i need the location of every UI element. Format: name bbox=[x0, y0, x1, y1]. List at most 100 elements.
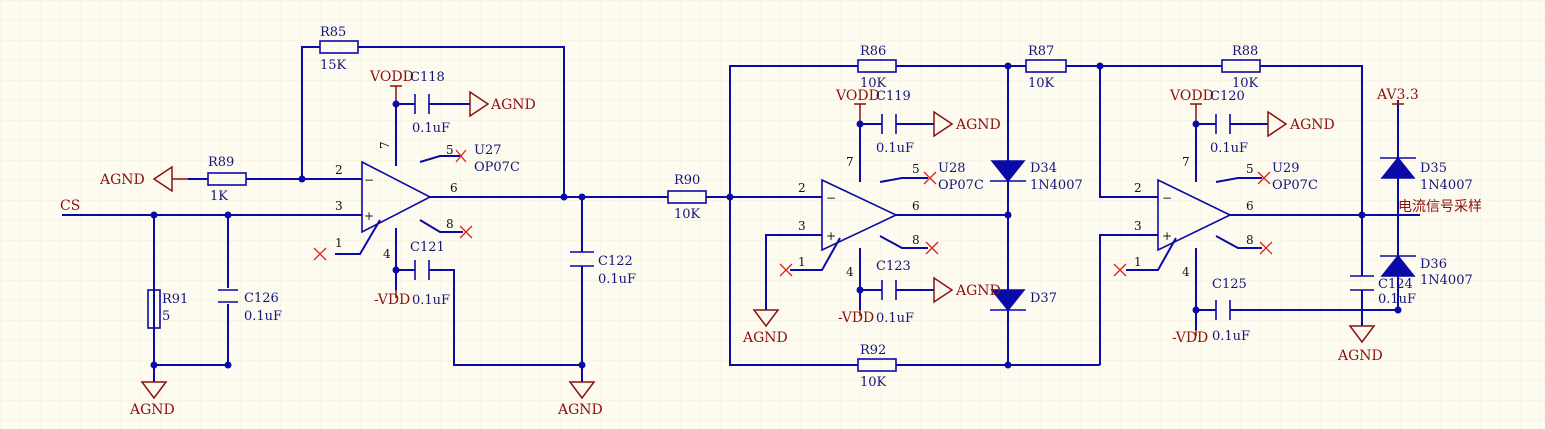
pin-number: 2 bbox=[1134, 181, 1142, 195]
net-label-cs: CS bbox=[60, 198, 80, 214]
diode-part: 1N4007 bbox=[1420, 178, 1473, 193]
wires bbox=[62, 46, 1420, 382]
junction-dot bbox=[856, 120, 864, 128]
resistor-ref: R85 bbox=[320, 25, 346, 40]
wire bbox=[729, 65, 858, 197]
agnd-label: AGND bbox=[99, 172, 145, 188]
pin-number: 1 bbox=[1134, 255, 1142, 269]
agnd-label: AGND bbox=[955, 117, 1001, 133]
diode-ref: D37 bbox=[1030, 291, 1057, 306]
capacitor-ref: C123 bbox=[876, 259, 911, 274]
resistor-value: 10K bbox=[860, 76, 887, 91]
opamp-ref: U28 bbox=[938, 161, 966, 176]
capacitor-c119 bbox=[881, 114, 897, 134]
diode-d36-symbol bbox=[1380, 254, 1416, 277]
capacitor-c121 bbox=[414, 260, 430, 280]
resistor-ref: R86 bbox=[860, 44, 886, 59]
av33-label: AV3.3 bbox=[1376, 87, 1419, 103]
vss-label: -VDD bbox=[374, 292, 410, 308]
diode-ref: D35 bbox=[1420, 161, 1447, 176]
agnd-ground bbox=[568, 381, 596, 400]
agnd-label: AGND bbox=[490, 97, 536, 113]
junction-dot bbox=[1004, 361, 1012, 369]
wire bbox=[765, 234, 822, 310]
resistor-r90-body bbox=[667, 190, 707, 204]
pin-number: 6 bbox=[450, 181, 458, 195]
agnd-ground bbox=[1348, 325, 1376, 344]
diode-part: 1N4007 bbox=[1030, 178, 1083, 193]
agnd-label: AGND bbox=[1337, 348, 1383, 364]
pin-number: 3 bbox=[335, 199, 343, 213]
pin-number: 8 bbox=[1246, 233, 1254, 247]
capacitor-ref: C118 bbox=[410, 70, 445, 85]
capacitor-c123 bbox=[881, 280, 897, 300]
wire bbox=[1099, 66, 1158, 198]
capacitor-c124 bbox=[1350, 275, 1374, 291]
pin-number: 4 bbox=[1182, 265, 1190, 279]
diode-ref: D34 bbox=[1030, 161, 1057, 176]
pin-number: 2 bbox=[798, 181, 806, 195]
capacitor-value: 0.1uF bbox=[876, 311, 914, 326]
agnd-ground bbox=[140, 381, 168, 400]
junction-dot bbox=[224, 211, 232, 219]
capacitor-ref: C119 bbox=[876, 89, 911, 104]
resistor-r88-body bbox=[1221, 59, 1261, 73]
no-connect-mark bbox=[925, 241, 939, 255]
opamp-u28-body bbox=[821, 178, 898, 252]
wire bbox=[419, 219, 463, 233]
no-connect-mark bbox=[779, 263, 793, 277]
capacitor-ref: C124 bbox=[1378, 277, 1413, 292]
capacitor-value: 0.1uF bbox=[1210, 141, 1248, 156]
wire bbox=[1215, 177, 1262, 183]
resistor-ref: R91 bbox=[162, 292, 188, 307]
no-connect-mark bbox=[1257, 171, 1271, 185]
vss-label: -VDD bbox=[838, 310, 874, 326]
wire bbox=[729, 197, 858, 366]
labels: CS AGND AGND AGND AGND AGND AGND AGND AG… bbox=[60, 25, 1482, 418]
capacitor-value: 0.1uF bbox=[1212, 329, 1250, 344]
wire bbox=[1260, 65, 1363, 215]
pin-number: 8 bbox=[446, 217, 454, 231]
opamp-u27-body bbox=[361, 160, 432, 234]
capacitor-ref: C120 bbox=[1210, 89, 1245, 104]
capacitor-ref: C125 bbox=[1212, 277, 1247, 292]
resistor-value: 10K bbox=[1028, 76, 1055, 91]
resistor-r87-body bbox=[1025, 59, 1067, 73]
opamp-ref: U29 bbox=[1272, 161, 1300, 176]
resistor-value: 10K bbox=[860, 375, 887, 390]
junction-dot bbox=[1192, 306, 1200, 314]
pin-number: 4 bbox=[383, 247, 391, 261]
diode-d34-symbol bbox=[990, 160, 1026, 183]
capacitor-c125 bbox=[1215, 300, 1231, 320]
junction-dot bbox=[1004, 211, 1012, 219]
diode-d35-symbol bbox=[1380, 156, 1416, 179]
opamp-plus: + bbox=[1162, 229, 1172, 243]
agnd-label: AGND bbox=[557, 402, 603, 418]
junction-dot bbox=[726, 193, 734, 201]
output-net-label: 电流信号采样 bbox=[1398, 199, 1482, 215]
capacitor-c122 bbox=[570, 251, 594, 267]
no-connect-mark bbox=[1113, 263, 1127, 277]
resistor-r92-body bbox=[857, 358, 897, 372]
wire bbox=[879, 235, 928, 249]
no-connect-marks bbox=[313, 149, 1273, 277]
pin-number: 3 bbox=[1134, 219, 1142, 233]
resistor-ref: R92 bbox=[860, 343, 886, 358]
agnd-arrow-left bbox=[152, 165, 188, 193]
resistor-ref: R89 bbox=[208, 155, 234, 170]
pin-number: 8 bbox=[912, 233, 920, 247]
junction-dot bbox=[560, 193, 568, 201]
opamp-plus: + bbox=[364, 209, 374, 223]
no-connect-mark bbox=[923, 171, 937, 185]
pin-number: 1 bbox=[798, 255, 806, 269]
resistor-r89-body bbox=[207, 172, 247, 186]
opamp-ref: U27 bbox=[474, 143, 502, 158]
opamp-minus: − bbox=[826, 191, 836, 205]
capacitor-value: 0.1uF bbox=[598, 272, 636, 287]
no-connect-mark bbox=[455, 149, 467, 163]
pin-number: 7 bbox=[378, 141, 392, 149]
agnd-label: AGND bbox=[955, 283, 1001, 299]
junction-dot bbox=[1004, 62, 1012, 70]
capacitor-value: 0.1uF bbox=[244, 309, 282, 324]
wire bbox=[429, 269, 582, 366]
